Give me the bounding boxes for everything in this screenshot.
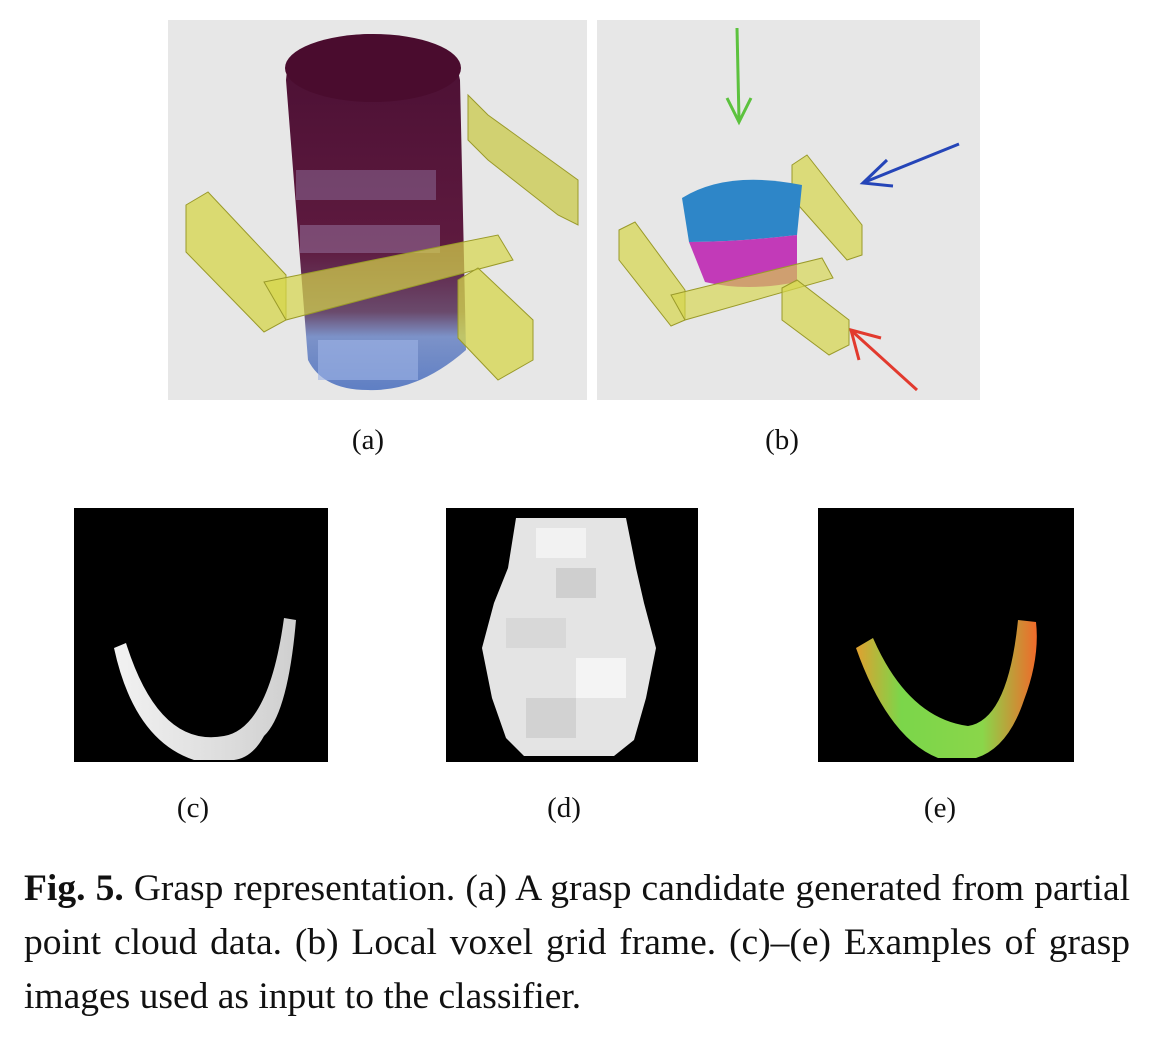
- gripper-left-finger: [185, 191, 287, 333]
- grasp-curve-color: [856, 620, 1037, 758]
- panel-d-grasp-image: [446, 508, 698, 762]
- panel-a-graphic: [185, 34, 579, 391]
- grasp-curve-gray: [114, 618, 296, 760]
- arrow-blue-head: [859, 158, 894, 188]
- caption-text: Grasp representation. (a) A grasp candid…: [24, 868, 1131, 1017]
- arrow-green: [735, 27, 741, 121]
- gripper-right-finger: [457, 267, 534, 381]
- gripper-back-finger: [467, 93, 579, 226]
- panel-d-label: (d): [547, 792, 581, 824]
- gripper-back-finger: [791, 154, 863, 261]
- arrow-blue: [864, 142, 960, 184]
- panel-b-label: (b): [765, 424, 799, 456]
- panel-c-label: (c): [176, 792, 210, 824]
- can-label-band-2: [300, 225, 440, 253]
- panel-a-label: (a): [351, 424, 385, 456]
- arrow-red-head: [848, 327, 882, 361]
- arrow-red: [851, 330, 919, 392]
- panel-c-grasp-image: [74, 508, 328, 762]
- panel-b-graphic: [618, 27, 960, 392]
- point-cloud-blue: [682, 179, 802, 242]
- gripper-left-finger: [618, 221, 686, 327]
- arrow-green-head: [725, 97, 753, 126]
- gripper-palm: [263, 234, 514, 321]
- can-top: [285, 34, 461, 102]
- panel-e-graphic: [856, 620, 1037, 758]
- can-label-band-3: [318, 340, 418, 380]
- panel-e-label: (e): [923, 792, 957, 824]
- panel-c-graphic: [114, 618, 296, 760]
- panel-a-point-cloud: [168, 20, 587, 400]
- gripper-palm: [670, 257, 834, 321]
- gripper-right-finger: [781, 279, 850, 356]
- figure-number: Fig. 5.: [24, 868, 124, 909]
- panel-d-graphic: [482, 518, 656, 756]
- can-label-band-1: [296, 170, 436, 200]
- panel-b-voxel-frame: [597, 20, 980, 400]
- panel-e-grasp-image: [818, 508, 1074, 762]
- figure-caption: Fig. 5. Grasp representation. (a) A gras…: [24, 862, 1130, 1024]
